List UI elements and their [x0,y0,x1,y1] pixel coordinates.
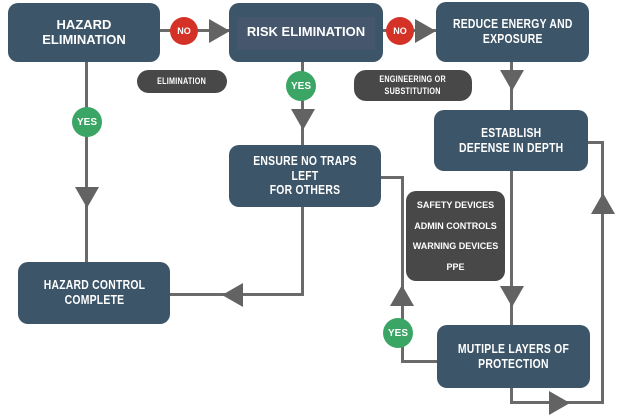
connector-establish-to-multiple [510,170,513,326]
node-hazard-elimination: HAZARD ELIMINATION [8,3,160,62]
tag-engineering-substitution: ENGINEERING OR SUBSTITUTION [354,70,472,101]
node-label: REDUCE ENERGY AND EXPOSURE [452,16,573,46]
arrowhead-down-icon [291,109,315,130]
connector-ensure-down [301,206,304,296]
arrowhead-right-icon [415,19,436,43]
connector-multiple-down-stub [510,386,513,404]
arrowhead-down-icon [500,286,524,307]
yes-label: YES [76,116,97,128]
no-badge: NO [170,17,198,45]
controls-item: ADMIN CONTROLS [414,220,497,231]
yes-label: YES [290,80,311,92]
node-multiple-layers: MUTIPLE LAYERS OF PROTECTION [437,325,590,388]
arrowhead-up-icon [390,285,414,306]
no-label: NO [177,26,191,36]
controls-panel: SAFETY DEVICES ADMIN CONTROLS WARNING DE… [406,191,505,281]
connector-multiple-to-ensure [401,176,404,363]
node-label: ESTABLISH DEFENSE IN DEPTH [458,124,564,155]
node-label: RISK ELIMINATION [246,24,366,40]
connector-ensure-right-stub [381,176,403,179]
yes-badge: YES [383,318,413,348]
no-badge: NO [386,17,414,45]
controls-item: WARNING DEVICES [412,241,499,252]
arrowhead-right-icon [549,391,570,415]
tag-label: ENGINEERING OR SUBSTITUTION [379,74,447,96]
arrowhead-left-icon [222,283,243,307]
node-establish-defense: ESTABLISH DEFENSE IN DEPTH [434,110,588,171]
arrowhead-down-icon [500,70,524,91]
node-hazard-control-complete: HAZARD CONTROL COMPLETE [18,262,170,324]
node-label: HAZARD ELIMINATION [42,16,126,47]
connector-hazard-to-complete [85,61,88,262]
node-label: MUTIPLE LAYERS OF PROTECTION [457,340,570,371]
node-ensure-no-traps: ENSURE NO TRAPS LEFT FOR OTHERS [229,145,381,207]
connector-risk-to-ensure [301,61,304,145]
node-label: ENSURE NO TRAPS LEFT FOR OTHERS [253,152,357,198]
node-reduce-energy: REDUCE ENERGY AND EXPOSURE [436,2,589,62]
node-label: HAZARD CONTROL COMPLETE [43,277,145,307]
tag-label: ELIMINATION [157,75,207,86]
tag-elimination: ELIMINATION [137,70,227,93]
yes-badge: YES [286,71,316,101]
connector-right-vertical [601,141,604,404]
yes-label: YES [387,327,408,339]
no-label: NO [393,26,407,36]
node-risk-elimination: RISK ELIMINATION [229,3,383,62]
yes-badge: YES [72,107,102,137]
connector-multiple-left-stub [401,360,437,363]
arrowhead-up-icon [591,193,615,214]
controls-item: PPE [446,261,465,272]
arrowhead-down-icon [75,187,99,208]
controls-item: SAFETY DEVICES [416,200,495,211]
risk-highlight-band [237,17,375,50]
connector-establish-right-stub [587,141,604,144]
arrowhead-right-icon [209,19,230,43]
